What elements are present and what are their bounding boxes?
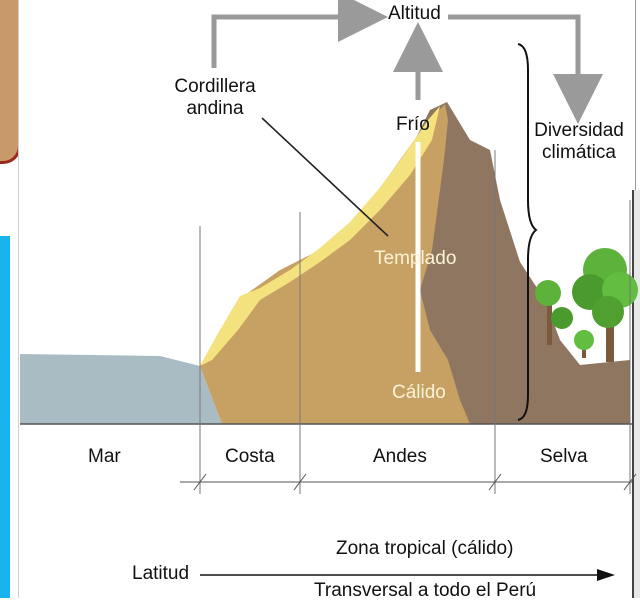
- sea-area: [20, 354, 222, 424]
- latitude-label: Latitud: [132, 563, 190, 584]
- right-edge-strip: [632, 190, 640, 598]
- diversity-label: Diversidad climática: [534, 120, 624, 163]
- tick-coast: [193, 473, 207, 491]
- cold-label: Frío: [396, 114, 430, 135]
- tick-andes-right: [488, 473, 502, 491]
- cordillera-label: Cordillera andina: [174, 76, 256, 119]
- region-label-sea: Mar: [88, 446, 121, 467]
- altitude-arrow-from-andes: [211, 0, 388, 68]
- tick-right: [623, 473, 637, 491]
- tropical-zone-label: Zona tropical (cálido): [336, 538, 514, 559]
- region-label-andes: Andes: [373, 446, 427, 467]
- region-label-coast: Costa: [225, 446, 275, 467]
- left-blue-strip: [0, 236, 10, 598]
- transversal-label: Transversal a todo el Perú: [314, 580, 537, 601]
- altitude-arrow-to-diversity: [448, 14, 603, 124]
- mountain-mid-layer: [200, 104, 470, 424]
- region-label-jungle: Selva: [540, 446, 588, 467]
- mountain-light-layer: [200, 106, 440, 366]
- cordillera-pointer: [261, 117, 389, 237]
- altitude-label: Altitud: [388, 3, 441, 24]
- diversity-brace: [517, 43, 538, 421]
- tick-andes-left: [293, 473, 307, 491]
- warm-label: Cálido: [392, 382, 446, 403]
- temperate-label: Templado: [374, 248, 457, 269]
- forest-trees: [535, 248, 638, 362]
